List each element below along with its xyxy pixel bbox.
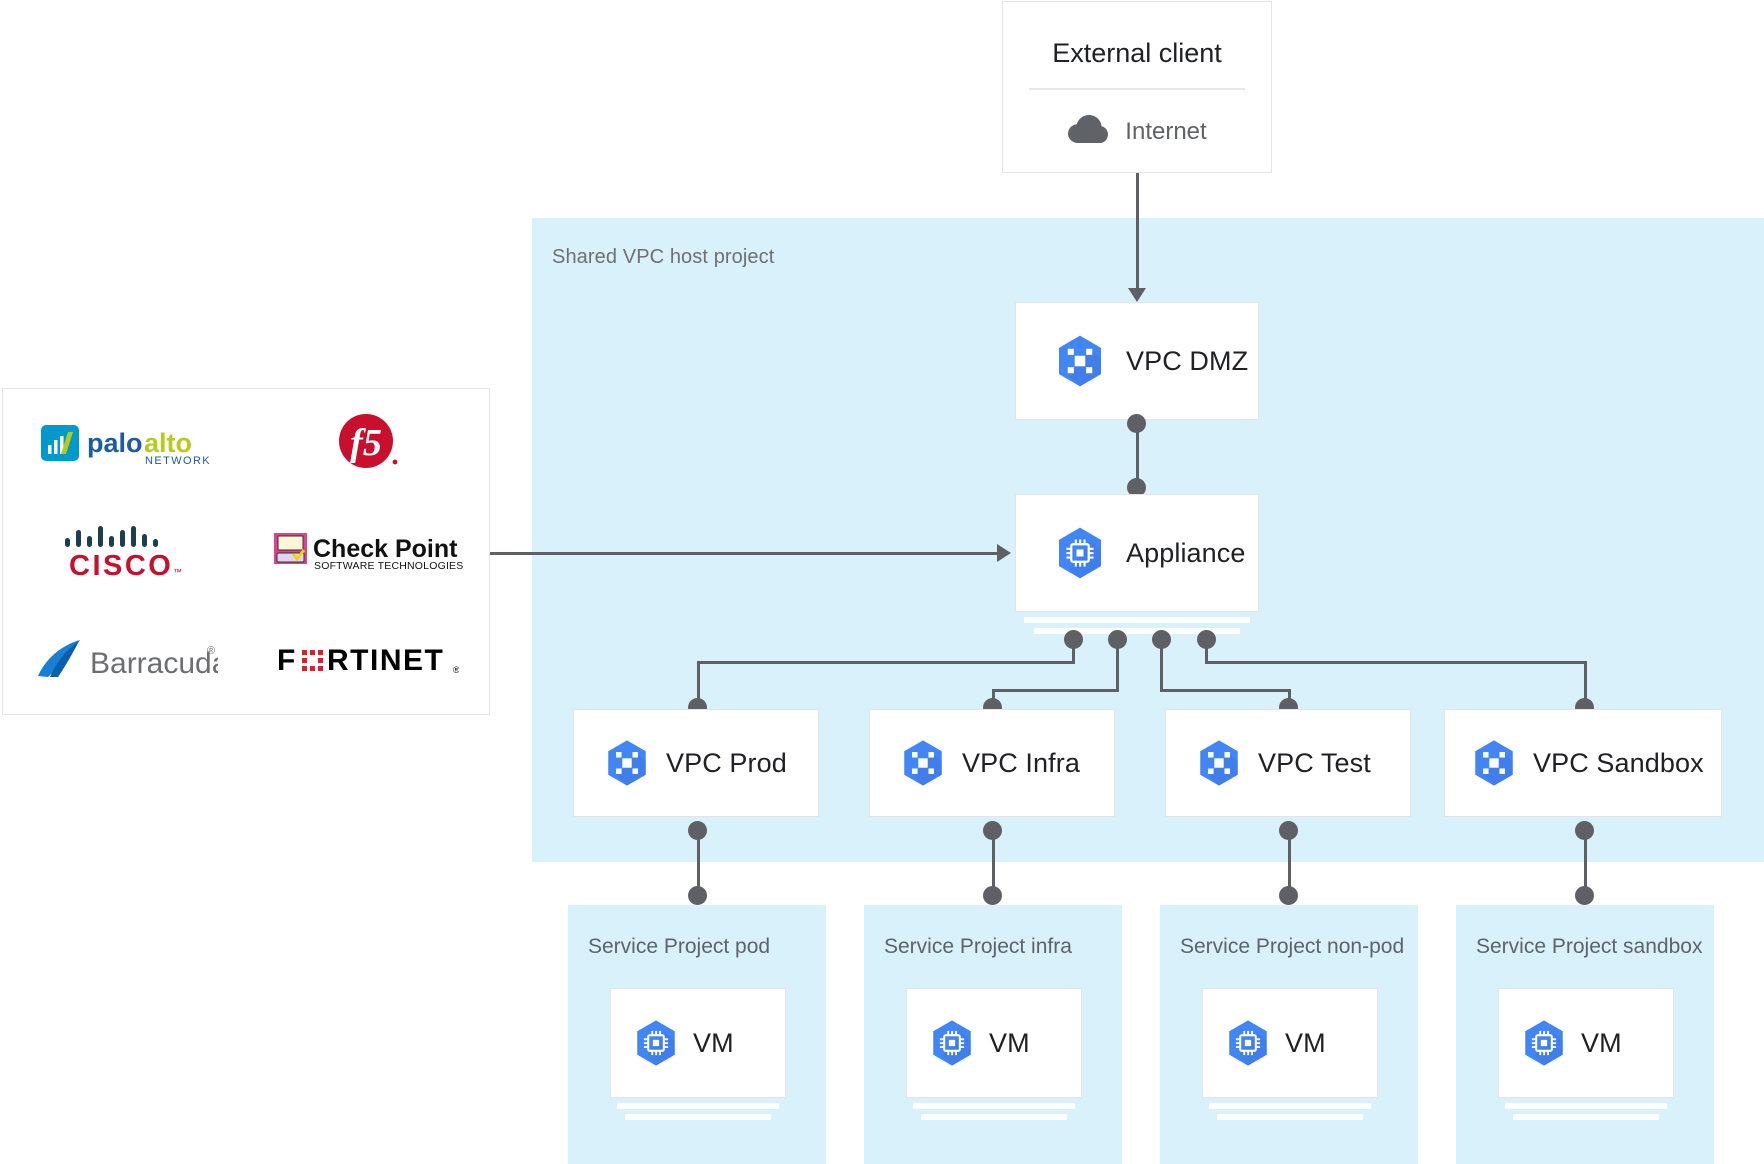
svg-text:f5: f5 <box>350 422 382 464</box>
vm-label: VM <box>1285 1027 1326 1058</box>
svg-text:SOFTWARE TECHNOLOGIES LTD.: SOFTWARE TECHNOLOGIES LTD. <box>314 560 463 572</box>
service-project-non-pod-label: Service Project non-pod <box>1180 935 1405 958</box>
vm-label: VM <box>989 1027 1030 1058</box>
vm-chip-icon <box>927 1018 977 1068</box>
stack-bar <box>1209 1103 1371 1109</box>
stack-bar <box>1034 628 1240 634</box>
vm-chip-icon <box>1223 1018 1273 1068</box>
branch-infra-h <box>992 689 1119 692</box>
svg-text:CISCO: CISCO <box>69 550 173 580</box>
vpc-infra-label: VPC Infra <box>962 747 1080 778</box>
vendor-logo-check-point: Check Point SOFTWARE TECHNOLOGIES LTD. <box>246 497 489 605</box>
connector-dot <box>1279 886 1298 905</box>
vpc-card-test[interactable]: VPC Test <box>1165 709 1411 817</box>
vpc-network-icon <box>1469 738 1519 788</box>
vm-card-pod[interactable]: VM <box>610 988 786 1098</box>
branch-test-h <box>1160 689 1291 692</box>
connector-dot <box>983 886 1002 905</box>
stack-bar <box>617 1103 779 1109</box>
stack-bar <box>1024 617 1250 623</box>
branch-sandbox-v2 <box>1584 661 1587 704</box>
vpc-network-icon <box>898 738 948 788</box>
vm-label: VM <box>693 1027 734 1058</box>
svg-text:RTINET: RTINET <box>327 644 444 677</box>
external-client-title: External client <box>1052 38 1222 68</box>
cloud-icon <box>1067 114 1109 149</box>
svg-text:NETWORKS: NETWORKS <box>145 455 211 467</box>
vpc-network-icon <box>602 738 652 788</box>
appliance-card[interactable]: Appliance <box>1015 494 1259 612</box>
branch-test-v2 <box>1288 689 1291 704</box>
vpc-dmz-label: VPC DMZ <box>1126 345 1249 376</box>
vpc-prod-label: VPC Prod <box>666 747 787 778</box>
branch-sandbox-v1 <box>1205 639 1208 663</box>
stack-bar <box>625 1114 771 1120</box>
vpc-card-infra[interactable]: VPC Infra <box>869 709 1115 817</box>
vpc-sandbox-label: VPC Sandbox <box>1533 747 1704 778</box>
vpc-card-sandbox[interactable]: VPC Sandbox <box>1444 709 1722 817</box>
connector-sandbox-to-svc <box>1584 830 1587 894</box>
service-project-pod-label: Service Project pod <box>588 935 771 958</box>
vpc-dmz-card[interactable]: VPC DMZ <box>1015 302 1259 420</box>
vm-card-sandbox[interactable]: VM <box>1498 988 1674 1098</box>
arrow-head-right <box>997 544 1011 562</box>
vendor-logo-palo-alto-networks: palo alto NETWORKS <box>3 389 246 497</box>
connector-vendors-to-appliance <box>490 552 997 555</box>
branch-prod-h <box>697 661 1075 664</box>
vendor-logo-barracuda: Barracuda ® <box>3 606 246 714</box>
stack-bar <box>1513 1114 1659 1120</box>
vpc-network-icon <box>1052 333 1108 389</box>
connector-infra-to-svc <box>992 830 995 894</box>
appliance-chip-icon <box>1052 525 1108 581</box>
vpc-card-prod[interactable]: VPC Prod <box>573 709 819 817</box>
vm-chip-icon <box>1519 1018 1569 1068</box>
vendor-logo-f5: f5 <box>246 389 489 497</box>
svg-text:®: ® <box>453 665 459 675</box>
branch-test-v1 <box>1160 639 1163 691</box>
connector-dot <box>1127 478 1146 497</box>
connector-dot <box>1575 886 1594 905</box>
arrow-head-down <box>1128 288 1146 302</box>
stack-bar <box>913 1103 1075 1109</box>
connector-prod-to-svc <box>697 830 700 894</box>
connector-dot <box>688 886 707 905</box>
branch-sandbox-h <box>1205 661 1587 664</box>
svg-text:Check Point: Check Point <box>313 535 458 563</box>
branch-prod-v1 <box>1072 639 1075 663</box>
service-project-infra-label: Service Project infra <box>884 935 1072 958</box>
vendor-logo-fortinet: F RTINET ® <box>246 606 489 714</box>
vendor-logo-cisco: CISCO ™ <box>3 497 246 605</box>
stack-bar <box>921 1114 1067 1120</box>
branch-prod-v2 <box>697 661 700 704</box>
shared-vpc-host-project-label: Shared VPC host project <box>552 246 775 268</box>
svg-text:Barracuda: Barracuda <box>90 647 218 680</box>
internet-row: Internet <box>1003 114 1271 149</box>
connector-client-to-dmz <box>1136 173 1139 295</box>
stack-bar <box>1217 1114 1363 1120</box>
vpc-network-icon <box>1194 738 1244 788</box>
svg-text:®: ® <box>207 645 215 657</box>
vm-card-infra[interactable]: VM <box>906 988 1082 1098</box>
svg-text:F: F <box>277 644 297 677</box>
connector-dmz-to-appliance <box>1136 420 1139 488</box>
vm-card-non-pod[interactable]: VM <box>1202 988 1378 1098</box>
connector-test-to-svc <box>1288 830 1291 894</box>
vpc-test-label: VPC Test <box>1258 747 1371 778</box>
branch-infra-v1 <box>1116 639 1119 691</box>
appliance-label: Appliance <box>1126 537 1246 568</box>
external-client-card: External client Internet <box>1002 1 1272 173</box>
svg-text:palo: palo <box>87 428 143 458</box>
vendor-appliance-panel: palo alto NETWORKS f5 <box>2 388 490 715</box>
branch-infra-v2 <box>992 689 995 704</box>
internet-label: Internet <box>1125 117 1207 145</box>
service-project-sandbox-label: Service Project sandbox <box>1476 935 1703 958</box>
divider <box>1029 88 1245 90</box>
stack-bar <box>1505 1103 1667 1109</box>
svg-text:alto: alto <box>144 428 192 458</box>
vm-chip-icon <box>631 1018 681 1068</box>
svg-text:™: ™ <box>173 567 182 577</box>
vm-label: VM <box>1581 1027 1622 1058</box>
